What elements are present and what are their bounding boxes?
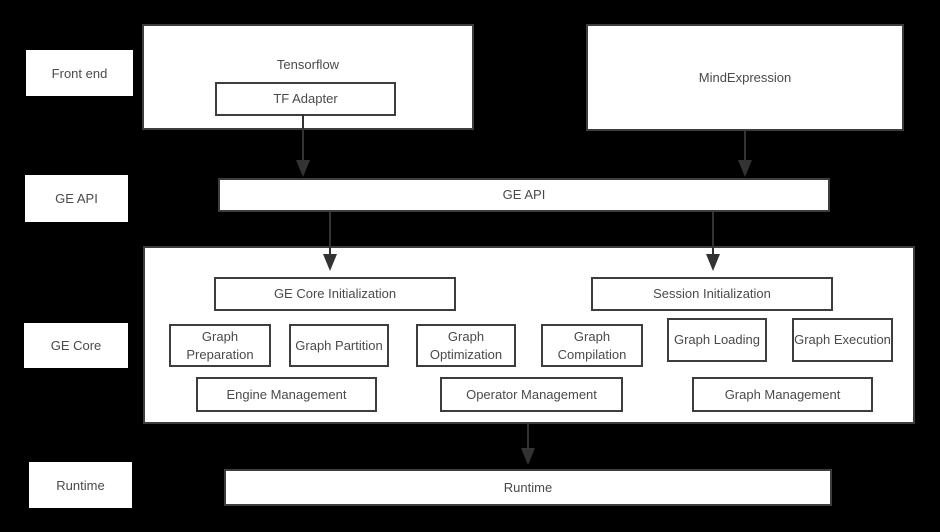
session-initialization-node: Session Initialization bbox=[591, 277, 833, 311]
runtime-node-label: Runtime bbox=[503, 479, 553, 495]
operator-management-node-label: Operator Management bbox=[466, 386, 597, 402]
graph-management-node-label: Graph Management bbox=[724, 386, 841, 402]
tensorflow-node-label: Tensorflow bbox=[276, 57, 340, 72]
session-initialization-node-label: Session Initialization bbox=[653, 286, 771, 302]
graph-partition-node: Graph Partition bbox=[289, 324, 389, 367]
operator-management-node: Operator Management bbox=[440, 377, 623, 412]
graph-preparation-node-label: Graph Preparation bbox=[186, 328, 254, 362]
graph-management-node: Graph Management bbox=[692, 377, 873, 412]
engine-management-node-label: Engine Management bbox=[226, 386, 347, 402]
tf-adapter-node-label: TF Adapter bbox=[273, 91, 338, 107]
layer-label-ge-core-text: GE Core bbox=[50, 338, 102, 353]
graph-execution-node: Graph Execution bbox=[792, 318, 893, 362]
graph-optimization-node: Graph Optimization bbox=[416, 324, 516, 367]
graph-loading-node: Graph Loading bbox=[667, 318, 767, 362]
graph-compilation-node: Graph Compilation bbox=[541, 324, 643, 367]
graph-loading-node-label: Graph Loading bbox=[673, 332, 760, 348]
layer-label-runtime: Runtime bbox=[29, 462, 132, 508]
graph-optimization-node-label: Graph Optimization bbox=[429, 328, 503, 362]
layer-label-ge-core: GE Core bbox=[24, 323, 128, 368]
ge-api-node-label: GE API bbox=[502, 187, 546, 203]
layer-label-front-end: Front end bbox=[26, 50, 133, 96]
layer-label-ge-api: GE API bbox=[25, 175, 128, 222]
graph-execution-node-label: Graph Execution bbox=[794, 332, 891, 348]
arrow-mindexpression-to-ge-api bbox=[738, 131, 752, 177]
layer-label-runtime-text: Runtime bbox=[56, 477, 105, 493]
ge-core-initialization-node-label: GE Core Initialization bbox=[273, 286, 397, 302]
layer-label-front-end-text: Front end bbox=[51, 65, 108, 81]
graph-preparation-node: Graph Preparation bbox=[169, 324, 271, 367]
arrow-ge-core-to-runtime bbox=[521, 424, 535, 465]
runtime-node: Runtime bbox=[224, 469, 832, 506]
mindexpression-node-label: MindExpression bbox=[698, 69, 792, 85]
ge-api-node: GE API bbox=[218, 178, 830, 212]
engine-management-node: Engine Management bbox=[196, 377, 377, 412]
mindexpression-node: MindExpression bbox=[586, 24, 904, 131]
ge-core-container: GE Core Initialization Session Initializ… bbox=[143, 246, 915, 424]
ge-core-initialization-node: GE Core Initialization bbox=[214, 277, 456, 311]
tf-adapter-node: TF Adapter bbox=[215, 82, 396, 116]
layer-label-ge-api-text: GE API bbox=[55, 191, 98, 206]
tensorflow-node: Tensorflow TF Adapter bbox=[142, 24, 474, 130]
graph-compilation-node-label: Graph Compilation bbox=[557, 328, 627, 362]
graph-partition-node-label: Graph Partition bbox=[295, 337, 383, 353]
